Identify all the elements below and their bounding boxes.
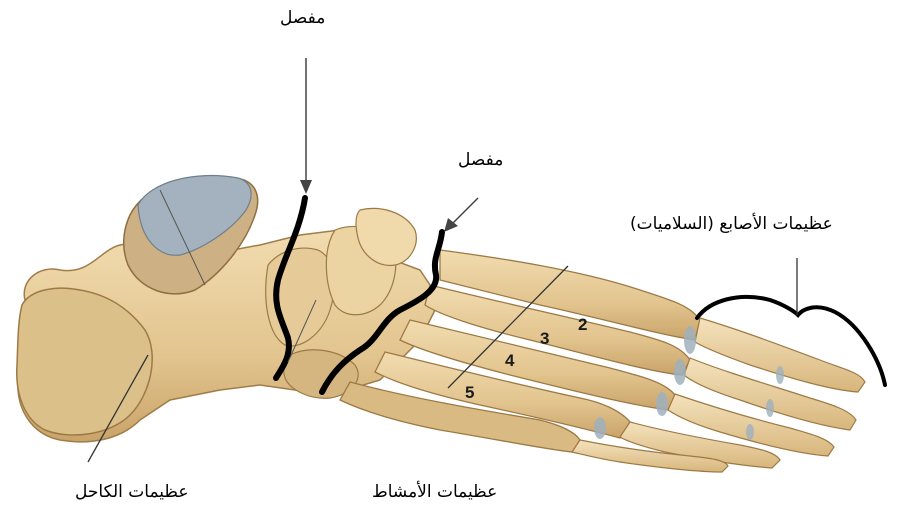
label-joint-top: مفصل <box>280 8 325 28</box>
metatarsal-number-4: 4 <box>505 351 515 370</box>
label-metatarsals: عظيمات الأمشاط <box>372 482 497 502</box>
label-tarsals: عظيمات الكاحل <box>75 482 189 502</box>
arrow-joint-mid <box>444 198 478 232</box>
metatarsal-number-3: 3 <box>540 329 549 348</box>
metatarsal-number-5: 5 <box>465 383 474 402</box>
label-joint-mid: مفصل <box>458 150 503 170</box>
metatarsal-number-2: 2 <box>578 315 587 334</box>
arrow-joint-top <box>300 58 312 194</box>
label-phalanges: عظيمات الأصابع (السلاميات) <box>630 214 833 234</box>
